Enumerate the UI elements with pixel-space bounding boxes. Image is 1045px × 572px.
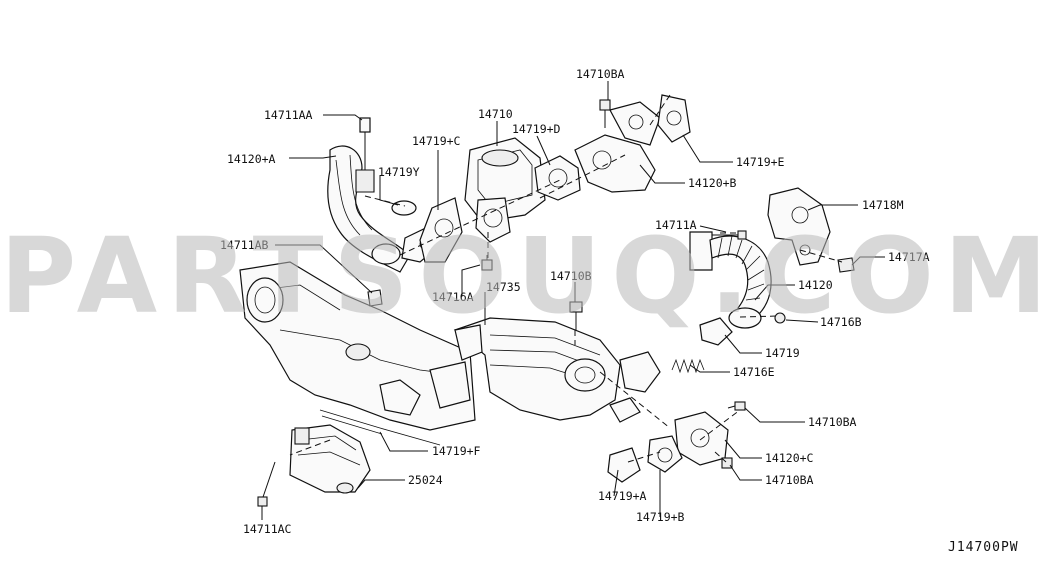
callout-14719-e: 14719+E xyxy=(736,155,785,169)
egr-valve-14710 xyxy=(464,137,546,243)
callout-14719-f: 14719+F xyxy=(432,444,481,458)
callout-14710ba-bottom: 14710BA xyxy=(765,473,814,487)
gasket-14719c xyxy=(419,197,463,263)
diagram-code: J14700PW xyxy=(948,540,1019,555)
callout-14718m: 14718M xyxy=(862,198,904,212)
gasket-14719a xyxy=(607,447,641,483)
exhaust-manifold xyxy=(239,261,476,431)
callout-14716e: 14716E xyxy=(733,365,775,379)
egr-cooler-14735 xyxy=(453,317,661,423)
callout-14716a: 14716A xyxy=(432,290,474,304)
assembly-guide-lines xyxy=(289,91,843,463)
flex-tube-14120 xyxy=(689,230,772,319)
o-ring-14719y xyxy=(391,200,417,216)
callout-14719y: 14719Y xyxy=(378,165,420,179)
callout-14710: 14710 xyxy=(478,107,513,121)
callout-14719-d: 14719+D xyxy=(512,122,561,136)
bolt-14711ab xyxy=(367,289,383,307)
bolt-14711ac xyxy=(257,461,276,507)
callout-14735: 14735 xyxy=(486,280,521,294)
callout-14120-b: 14120+B xyxy=(688,176,737,190)
gasket-14716b xyxy=(728,307,762,329)
callout-14711aa: 14711AA xyxy=(264,108,313,122)
callout-14710b: 14710B xyxy=(550,269,592,283)
gasket-14719 xyxy=(699,317,733,346)
leader-lines xyxy=(261,81,885,520)
egr-tube-a xyxy=(327,145,441,273)
callout-14120: 14120 xyxy=(798,278,833,292)
callout-labels: 14711AA 14120+A 14719Y 14710 14719+C 147… xyxy=(220,67,930,536)
gasket-14719b xyxy=(647,435,683,473)
gasket-14719e xyxy=(657,94,691,143)
callout-14711ac: 14711AC xyxy=(243,522,292,536)
callout-14719-a: 14719+A xyxy=(598,489,647,503)
callout-14717a: 14717A xyxy=(888,250,930,264)
callout-14120-c: 14120+C xyxy=(765,451,814,465)
callout-14710ba-mid: 14710BA xyxy=(808,415,857,429)
heat-shield-14718m xyxy=(767,187,831,266)
bolt-14710ba-top xyxy=(599,99,611,128)
callout-14710ba-top: 14710BA xyxy=(576,67,625,81)
bolt-14716a xyxy=(481,255,493,271)
callout-14120-a: 14120+A xyxy=(227,152,276,166)
bolt-14711aa xyxy=(355,117,375,193)
callout-14719-c: 14719+C xyxy=(412,134,461,148)
callout-14716b: 14716B xyxy=(820,315,862,329)
callout-14711ab: 14711AB xyxy=(220,238,269,252)
bolt-14717a xyxy=(837,257,855,273)
actuator-25024 xyxy=(289,424,371,494)
callout-14719-b: 14719+B xyxy=(636,510,685,524)
callout-14719: 14719 xyxy=(765,346,800,360)
bolt-14710b xyxy=(569,301,583,330)
callout-25024: 25024 xyxy=(408,473,443,487)
gasket-14719d xyxy=(534,155,581,201)
heat-shield-strip-14719f xyxy=(319,409,441,446)
egr-tube-c xyxy=(674,401,746,469)
spring-14716e xyxy=(671,358,705,374)
callout-14711a: 14711A xyxy=(655,218,697,232)
egr-tube-b xyxy=(574,101,661,193)
